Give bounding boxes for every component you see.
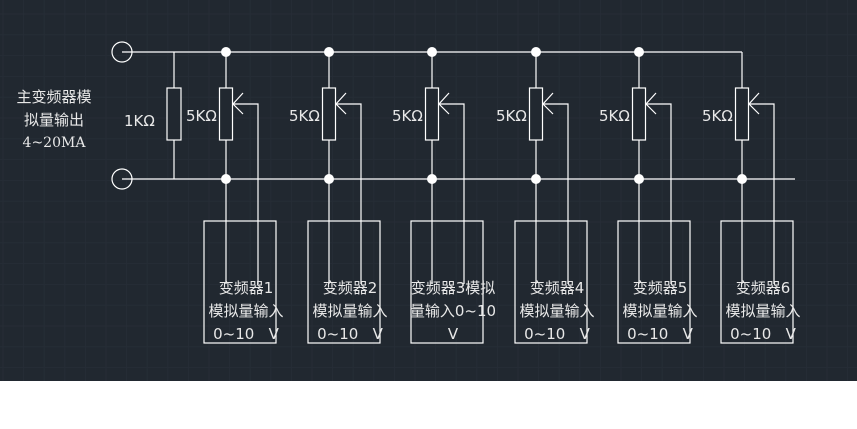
wiper-arrow-icon: [232, 92, 244, 115]
inverter-label-line: 模拟量输入: [208, 302, 284, 320]
junction-dot: [427, 47, 437, 57]
inverter-label-line: 0~10 V: [627, 325, 693, 343]
wiper-arrow-icon: [438, 92, 450, 115]
load-resistor-label: 1KΩ: [124, 112, 155, 130]
junction-dot: [531, 47, 541, 57]
potentiometer-label: 5KΩ: [599, 107, 630, 125]
potentiometer: [424, 87, 440, 141]
inverter-label-line: 模拟量输入: [622, 302, 698, 320]
inverter-box: [410, 220, 484, 344]
grid: [0, 0, 857, 381]
junction-dot: [531, 174, 541, 184]
wiper-wire: [438, 103, 465, 284]
components: [111, 41, 794, 344]
inverter-label-line: 变频器2: [322, 279, 378, 297]
potentiometer-label: 5KΩ: [289, 107, 320, 125]
circuit-diagram: [0, 0, 857, 381]
potentiometer: [218, 87, 234, 141]
potentiometer: [631, 87, 647, 141]
inverter-box: [720, 220, 794, 344]
junction-dot: [427, 174, 437, 184]
inverter-label-line: 变频器5: [632, 279, 688, 297]
inverter-label: 变频器6 模拟量输入 0~10 V: [715, 277, 811, 346]
inverter-label-line: 0~10 V: [213, 325, 279, 343]
inverter-label: 变频器5 模拟量输入 0~10 V: [612, 277, 708, 346]
inverter-box: [307, 220, 381, 344]
wiper-arrow-icon: [335, 92, 347, 115]
potentiometer: [528, 87, 544, 141]
source-label-line: 主变频器模: [16, 88, 92, 106]
inverter-label-line: V: [447, 325, 459, 343]
junction-dot: [634, 47, 644, 57]
potentiometer-label: 5KΩ: [496, 107, 527, 125]
inverter-label: 变频器4 模拟量输入 0~10 V: [509, 277, 605, 346]
inverter-label-line: 变频器4: [529, 279, 585, 297]
wiper-arrow-icon: [748, 92, 760, 115]
inverter-label-line: 0~10 V: [524, 325, 590, 343]
inverter-box: [514, 220, 588, 344]
wiper-wire: [232, 103, 259, 284]
inverter-label-line: 0~10 V: [317, 325, 383, 343]
junction-dot: [324, 47, 334, 57]
inverter-label-line: 变频器3模拟: [410, 279, 496, 297]
wires: [122, 51, 795, 284]
inverter-label-line: 变频器1: [218, 279, 274, 297]
inverter-label: 变频器1 模拟量输入 0~10 V: [198, 277, 294, 346]
wiper-arrow-icon: [542, 92, 554, 115]
junction-dot: [221, 174, 231, 184]
junction-dot: [634, 174, 644, 184]
wiper-wire: [542, 103, 569, 284]
wiper-arrow-icon: [645, 92, 657, 115]
inverter-label-line: 变频器6: [735, 279, 791, 297]
potentiometer: [734, 87, 750, 141]
inverter-label-line: 模拟量输入: [725, 302, 801, 320]
terminal-negative: [111, 168, 133, 190]
junction-dot: [221, 47, 231, 57]
inverter-label: 变频器2 模拟量输入 0~10 V: [302, 277, 398, 346]
inverter-box: [617, 220, 691, 344]
load-resistor: [166, 87, 182, 141]
potentiometer-label: 5KΩ: [392, 107, 423, 125]
terminal-positive: [111, 41, 133, 63]
potentiometer: [321, 87, 337, 141]
junction-dot: [737, 174, 747, 184]
inverter-label-line: 模拟量输入: [519, 302, 595, 320]
inverter-box: [203, 220, 277, 344]
wiper-wire: [748, 103, 775, 284]
inverter-label-line: 0~10 V: [730, 325, 796, 343]
inverter-label-line: 模拟量输入: [312, 302, 388, 320]
cad-drawing-canvas[interactable]: [0, 0, 857, 381]
potentiometer-label: 5KΩ: [186, 107, 217, 125]
source-label-line: 4~20MA: [22, 135, 86, 151]
source-label-line: 拟量输出: [23, 111, 84, 129]
source-label: 主变频器模 拟量输出 4~20MA: [4, 86, 104, 155]
wiper-wire: [645, 103, 672, 284]
inverter-label-line: 量输入0~10: [409, 302, 497, 320]
wiper-wire: [335, 103, 362, 284]
potentiometer-label: 5KΩ: [702, 107, 733, 125]
junction-dot: [324, 174, 334, 184]
